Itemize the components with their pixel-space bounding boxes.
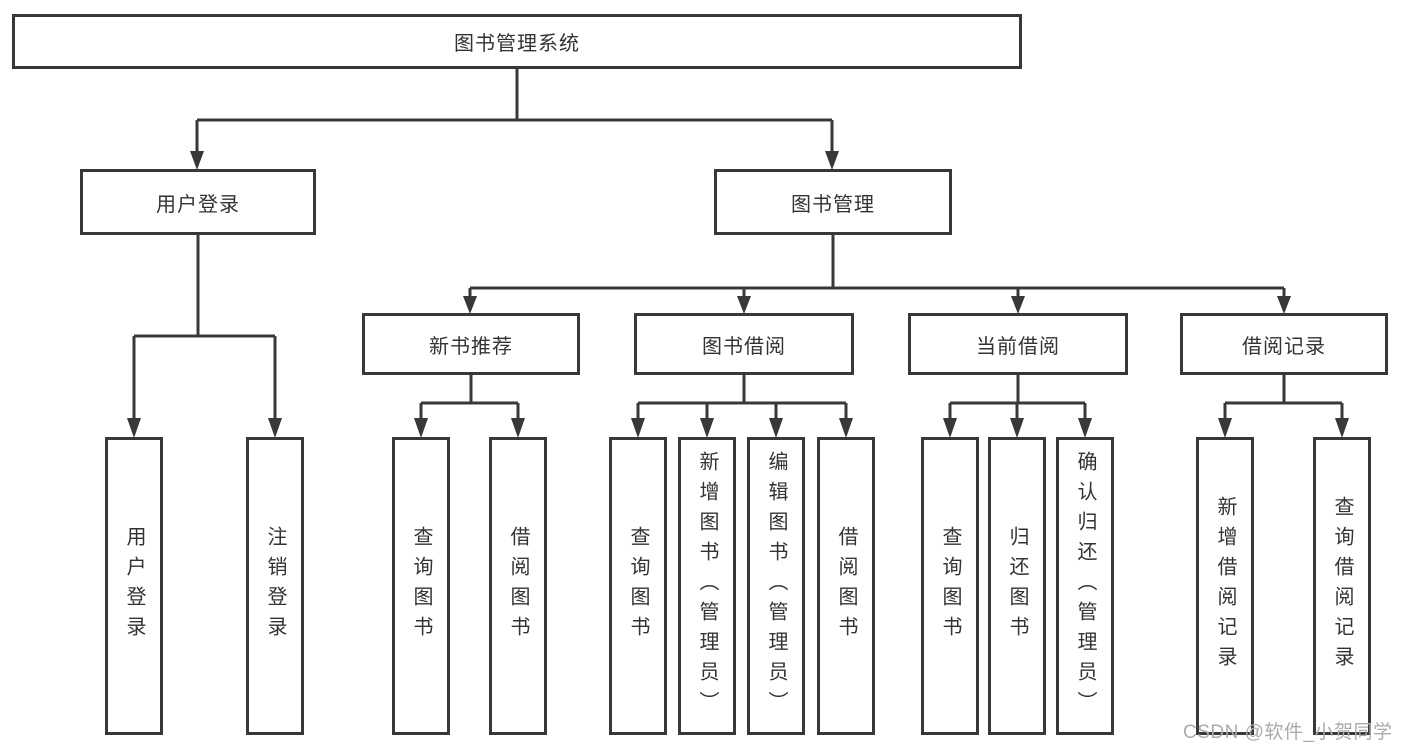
leaf-return-book: 归还图书 <box>988 437 1046 735</box>
leaf-query-books-recommend: 查询图书 <box>392 437 450 735</box>
node-book-management: 图书管理 <box>714 169 952 235</box>
node-library-system: 图书管理系统 <box>12 14 1022 69</box>
leaf-user-login: 用户登录 <box>105 437 163 735</box>
node-book-borrow: 图书借阅 <box>634 313 854 375</box>
leaf-query-books-borrow: 查询图书 <box>609 437 667 735</box>
node-borrow-records: 借阅记录 <box>1180 313 1388 375</box>
node-user-login: 用户登录 <box>80 169 316 235</box>
leaf-add-borrow-record: 新增借阅记录 <box>1196 437 1254 735</box>
leaf-edit-book-admin: 编辑图书（管理员） <box>747 437 805 735</box>
node-new-book-recommend: 新书推荐 <box>362 313 580 375</box>
leaf-query-borrow-record: 查询借阅记录 <box>1313 437 1371 735</box>
leaf-borrow-books-borrow: 借阅图书 <box>817 437 875 735</box>
csdn-watermark: CSDN @软件_小贺同学 <box>1183 722 1393 743</box>
node-current-borrow: 当前借阅 <box>908 313 1128 375</box>
leaf-query-books-current: 查询图书 <box>921 437 979 735</box>
leaf-logout-login: 注销登录 <box>246 437 304 735</box>
leaf-borrow-books-recommend: 借阅图书 <box>489 437 547 735</box>
leaf-add-book-admin: 新增图书（管理员） <box>678 437 736 735</box>
leaf-confirm-return-admin: 确认归还（管理员） <box>1056 437 1114 735</box>
